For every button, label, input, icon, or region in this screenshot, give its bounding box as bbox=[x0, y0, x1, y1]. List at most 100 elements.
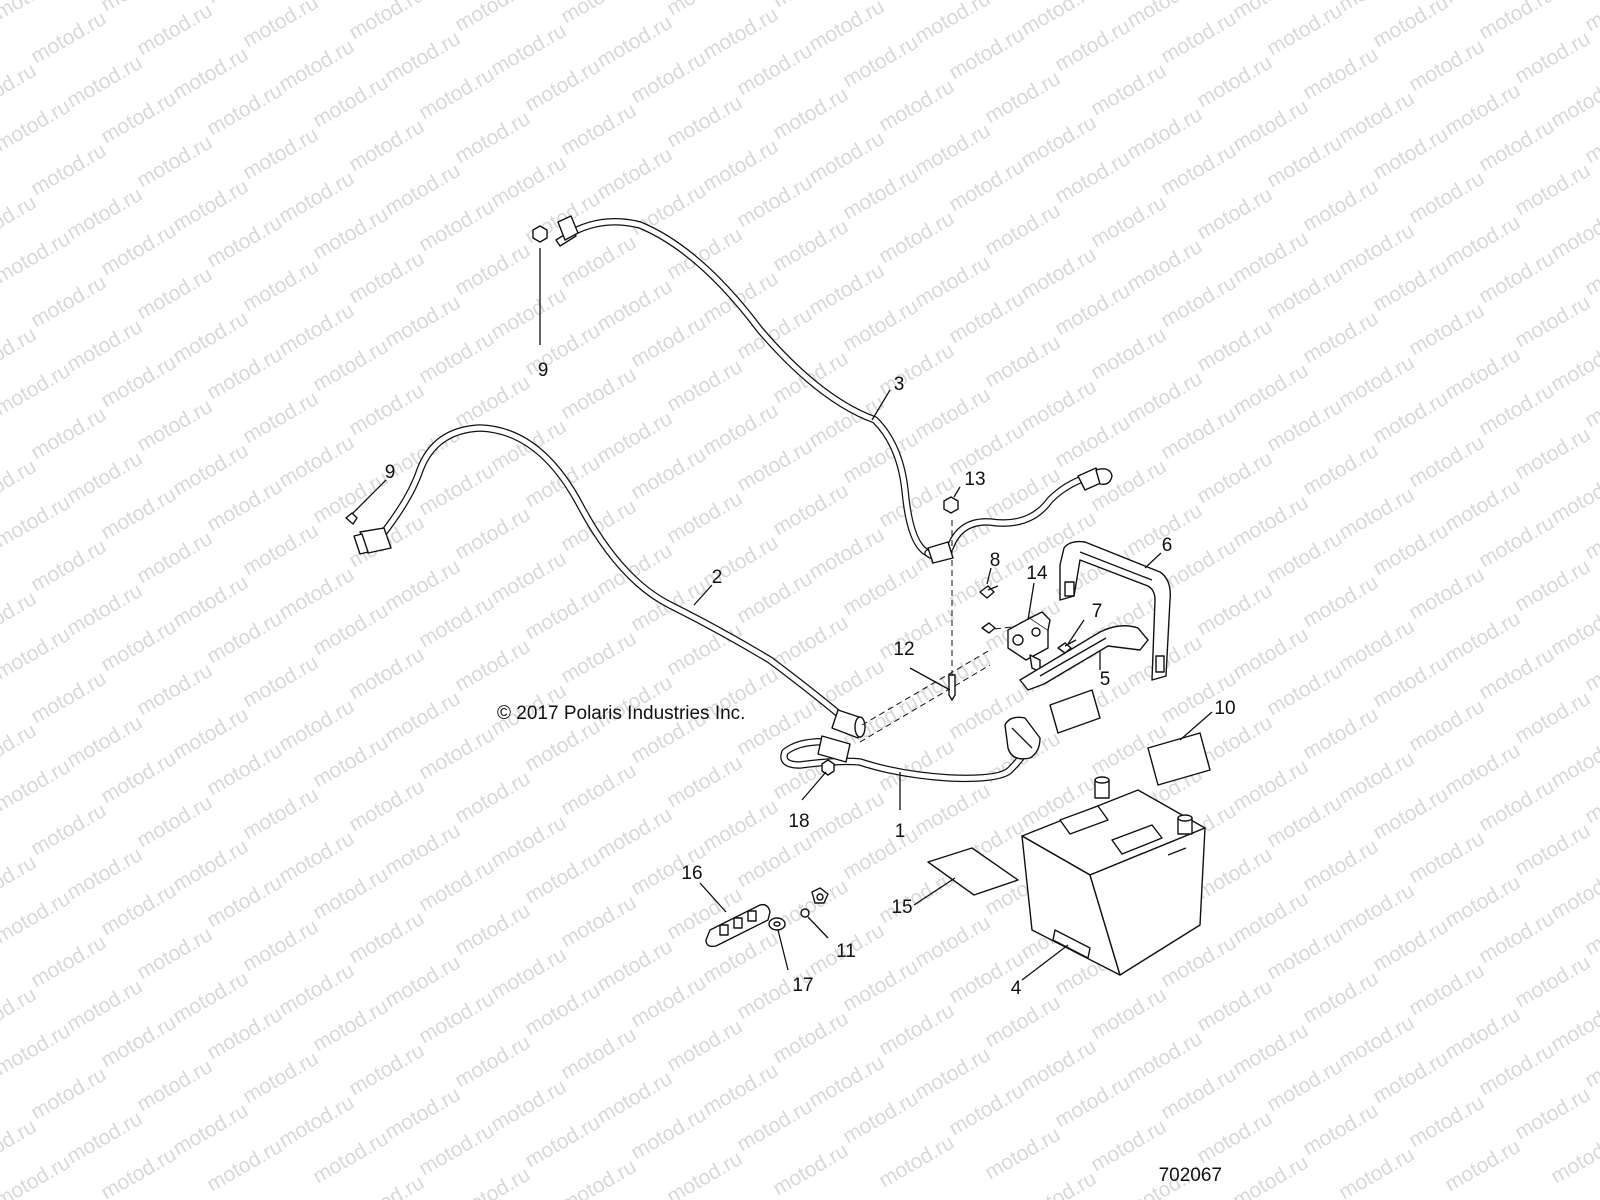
watermark-text: motod.ru bbox=[63, 843, 146, 904]
watermark-text: motod.ru bbox=[1369, 783, 1452, 844]
watermark-text: motod.ru bbox=[345, 247, 428, 308]
watermark-text: motod.ru bbox=[133, 131, 216, 192]
watermark-text: motod.ru bbox=[769, 83, 852, 144]
watermark-text: motod.ru bbox=[593, 935, 676, 996]
watermark-text: motod.ru bbox=[487, 811, 570, 872]
hold-down-strap-6 bbox=[1059, 540, 1171, 681]
watermark-text: motod.ru bbox=[275, 167, 358, 228]
watermark-text: motod.ru bbox=[1511, 819, 1594, 880]
watermark-text: motod.ru bbox=[239, 1047, 322, 1108]
watermark-text: motod.ru bbox=[981, 991, 1064, 1052]
watermark-text: motod.ru bbox=[63, 975, 146, 1036]
callout-17: 17 bbox=[792, 975, 813, 996]
watermark-text: motod.ru bbox=[1441, 475, 1524, 536]
watermark-text: motod.ru bbox=[805, 259, 888, 320]
label-15 bbox=[927, 847, 1019, 896]
watermark-text: motod.ru bbox=[1547, 467, 1600, 528]
watermark-text: motod.ru bbox=[557, 1155, 640, 1200]
watermark-text: motod.ru bbox=[1405, 563, 1488, 624]
callout-9-upper: 9 bbox=[538, 360, 549, 381]
watermark-text: motod.ru bbox=[203, 871, 286, 932]
watermark-text: motod.ru bbox=[1475, 247, 1558, 308]
watermark-text: motod.ru bbox=[875, 207, 958, 268]
watermark-text: motod.ru bbox=[1405, 167, 1488, 228]
pads-10 bbox=[1049, 689, 1211, 786]
watermark-text: motod.ru bbox=[275, 695, 358, 756]
watermark-text: motod.ru bbox=[345, 0, 428, 44]
watermark-text: motod.ru bbox=[345, 1039, 428, 1100]
watermark-text: motod.ru bbox=[309, 863, 392, 924]
watermark-text: motod.ru bbox=[839, 295, 922, 356]
callout-3: 3 bbox=[894, 374, 905, 395]
watermark-text: motod.ru bbox=[275, 827, 358, 888]
watermark-text: motod.ru bbox=[945, 287, 1028, 348]
watermark-text: motod.ru bbox=[0, 1151, 74, 1200]
watermark-text: motod.ru bbox=[557, 891, 640, 952]
watermark-text: motod.ru bbox=[593, 803, 676, 864]
watermark-text: motod.ru bbox=[911, 0, 994, 48]
watermark-text: motod.ru bbox=[203, 1135, 286, 1196]
watermark-text: motod.ru bbox=[521, 1111, 604, 1172]
watermark-text: motod.ru bbox=[1335, 219, 1418, 280]
callout-16: 16 bbox=[681, 863, 702, 884]
watermark-text: motod.ru bbox=[133, 923, 216, 984]
watermark-text: motod.ru bbox=[1475, 115, 1558, 176]
watermark-text: motod.ru bbox=[1229, 95, 1312, 156]
watermark-text: motod.ru bbox=[169, 1099, 252, 1160]
watermark-text: motod.ru bbox=[1193, 447, 1276, 508]
watermark-text: motod.ru bbox=[169, 175, 252, 236]
callout-6: 6 bbox=[1162, 535, 1173, 556]
watermark-text: motod.ru bbox=[663, 1147, 746, 1200]
watermark-text: motod.ru bbox=[1087, 455, 1170, 516]
watermark-text: motod.ru bbox=[663, 355, 746, 416]
watermark-text: motod.ru bbox=[945, 23, 1028, 84]
watermark-text: motod.ru bbox=[1335, 87, 1418, 148]
watermark-text: motod.ru bbox=[805, 0, 888, 56]
watermark-text: motod.ru bbox=[0, 227, 74, 288]
watermark-text: motod.ru bbox=[875, 999, 958, 1060]
watermark-text: motod.ru bbox=[593, 143, 676, 204]
watermark-text: motod.ru bbox=[1051, 411, 1134, 472]
watermark-text: motod.ru bbox=[557, 495, 640, 556]
watermark-text: motod.ru bbox=[557, 363, 640, 424]
watermark-text: motod.ru bbox=[981, 331, 1064, 392]
watermark-text: motod.ru bbox=[945, 551, 1028, 612]
watermark-text: motod.ru bbox=[733, 171, 816, 232]
watermark-text: motod.ru bbox=[309, 203, 392, 264]
watermark-text: motod.ru bbox=[593, 1067, 676, 1128]
watermark-text: motod.ru bbox=[627, 311, 710, 372]
watermark-text: motod.ru bbox=[593, 11, 676, 72]
watermark-text: motod.ru bbox=[487, 1075, 570, 1136]
watermark-text: motod.ru bbox=[203, 0, 286, 8]
watermark-text: motod.ru bbox=[839, 955, 922, 1016]
watermark-text: motod.ru bbox=[627, 971, 710, 1032]
watermark-text: motod.ru bbox=[203, 739, 286, 800]
watermark-text: motod.ru bbox=[1511, 27, 1594, 88]
watermark-text: motod.ru bbox=[97, 615, 180, 676]
watermark-text: motod.ru bbox=[627, 179, 710, 240]
watermark-text: motod.ru bbox=[1017, 1035, 1100, 1096]
watermark-text: motod.ru bbox=[1441, 79, 1524, 140]
watermark-text: motod.ru bbox=[381, 1083, 464, 1144]
watermark-text: motod.ru bbox=[63, 315, 146, 376]
watermark-text: motod.ru bbox=[97, 0, 180, 16]
watermark-text: motod.ru bbox=[451, 767, 534, 828]
watermark-text: motod.ru bbox=[1405, 35, 1488, 96]
watermark-text: motod.ru bbox=[911, 119, 994, 180]
watermark-text: motod.ru bbox=[1193, 1107, 1276, 1168]
watermark-text: motod.ru bbox=[203, 343, 286, 404]
watermark-text: motod.ru bbox=[1229, 755, 1312, 816]
watermark-text: motod.ru bbox=[239, 123, 322, 184]
watermark-text: motod.ru bbox=[1369, 387, 1452, 448]
watermark-text: motod.ru bbox=[1229, 887, 1312, 948]
callout-12: 12 bbox=[893, 639, 914, 660]
watermark-text: motod.ru bbox=[451, 0, 534, 36]
watermark-text: motod.ru bbox=[63, 447, 146, 508]
watermark-text: motod.ru bbox=[381, 951, 464, 1012]
watermark-text: motod.ru bbox=[169, 703, 252, 764]
watermark-text: motod.ru bbox=[593, 407, 676, 468]
watermark-text: motod.ru bbox=[97, 351, 180, 412]
watermark-text: motod.ru bbox=[1475, 907, 1558, 968]
watermark-text: motod.ru bbox=[1299, 307, 1382, 368]
